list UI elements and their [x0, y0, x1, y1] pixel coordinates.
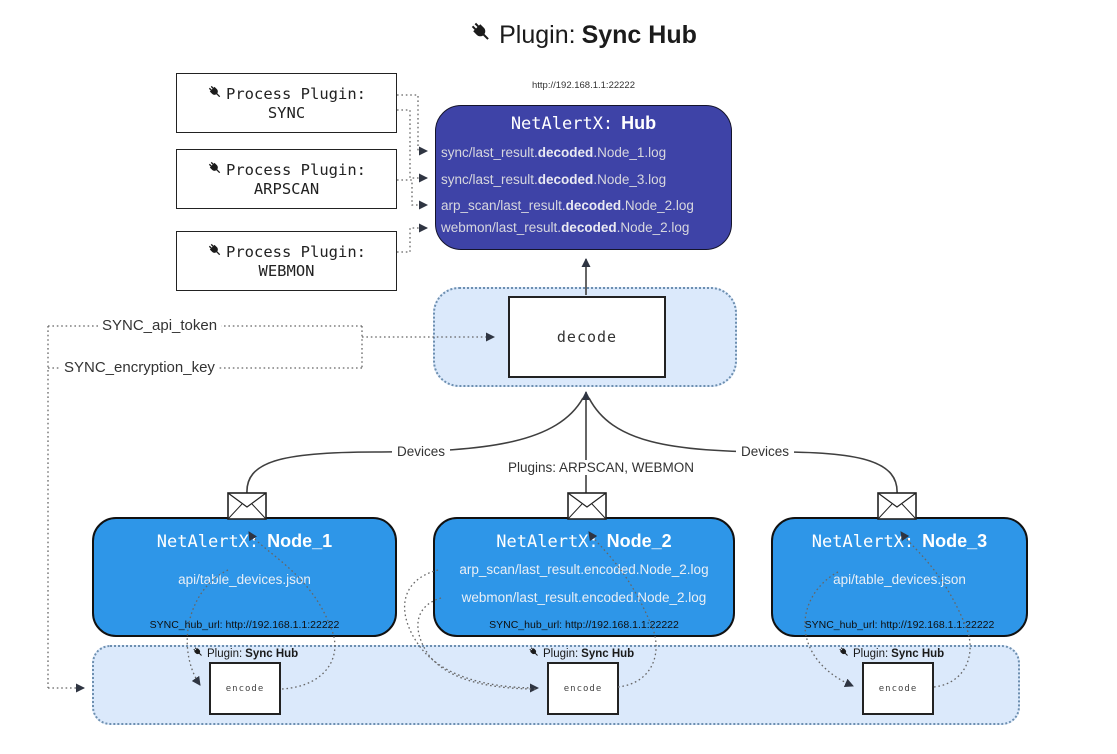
plug-icon [192, 646, 204, 661]
process-plugin-box-webmon: Process Plugin: WEBMON [176, 231, 397, 291]
encoder-plugin-label: Plugin: Sync Hub [528, 646, 634, 661]
process-plugin-box-sync: Process Plugin: SYNC [176, 73, 397, 133]
page-title-name: Sync Hub [581, 21, 697, 49]
envelope-icon [227, 492, 267, 520]
hub-url-label: http://192.168.1.1:22222 [531, 80, 635, 91]
node-title: NetAlertX: Node_1 [92, 531, 397, 552]
node-title-name: Node_3 [922, 531, 988, 551]
devices-edge-label-right: Devices [736, 444, 795, 459]
plug-icon [207, 160, 223, 180]
file-bold: decoded [537, 172, 594, 187]
file-pre: arp_scan/last_result. [441, 198, 566, 213]
hub-title: NetAlertX: Hub [435, 113, 732, 134]
node-hub-url-footer: SYNC_hub_url: http://192.168.1.1:22222 [149, 619, 340, 631]
hub-title-prefix: NetAlertX: [510, 114, 614, 134]
file-bold: decoded [537, 145, 594, 160]
process-plugin-label: Process Plugin: [226, 243, 366, 261]
encode-box: encode [862, 662, 934, 715]
node-title-prefix: NetAlertX: [156, 532, 260, 552]
hub-file-line: webmon/last_result.decoded.Node_2.log [441, 220, 689, 235]
process-plugin-box-arpscan: Process Plugin: ARPSCAN [176, 149, 397, 209]
process-plugin-name: ARPSCAN [253, 180, 320, 198]
file-bold: decoded [565, 198, 622, 213]
file-pre: sync/last_result. [441, 145, 538, 160]
node-title-name: Node_1 [267, 531, 333, 551]
node-file-line: api/table_devices.json [833, 572, 966, 587]
encoder-label-name: Sync Hub [891, 647, 945, 660]
envelope-icon [877, 492, 917, 520]
node-file-line: api/table_devices.json [178, 572, 311, 587]
envelope-icon [567, 492, 607, 520]
node-hub-url-footer: SYNC_hub_url: http://192.168.1.1:22222 [489, 619, 679, 631]
hub-title-name: Hub [621, 113, 657, 133]
hub-file-line: arp_scan/last_result.decoded.Node_2.log [441, 198, 694, 213]
sync-encryption-key-label: SYNC_encryption_key [60, 359, 219, 376]
encoder-label-prefix: Plugin: [207, 647, 243, 660]
encoder-label-name: Sync Hub [581, 647, 635, 660]
encode-box: encode [209, 662, 281, 715]
file-bold: decoded [561, 220, 617, 235]
hub-file-line: sync/last_result.decoded.Node_3.log [441, 172, 666, 187]
sync-api-token-label: SYNC_api_token [98, 317, 222, 334]
page-title-prefix: Plugin: [499, 21, 576, 49]
encoder-plugin-label: Plugin: Sync Hub [192, 646, 298, 661]
process-plugin-name: WEBMON [258, 262, 315, 280]
node-file-line: arp_scan/last_result.encoded.Node_2.log [459, 562, 709, 577]
encode-box: encode [547, 662, 619, 715]
process-plugin-name: SYNC [267, 104, 306, 122]
encoder-label-name: Sync Hub [245, 647, 299, 660]
process-plugin-label: Process Plugin: [226, 161, 366, 179]
plug-icon [528, 646, 540, 661]
plug-icon [469, 20, 493, 51]
page-title: Plugin: Sync Hub [383, 20, 783, 51]
hub-box [435, 105, 732, 250]
file-post: .Node_2.log [621, 198, 694, 213]
encoder-plugin-label: Plugin: Sync Hub [838, 646, 944, 661]
node-title-prefix: NetAlertX: [496, 532, 599, 552]
file-pre: webmon/last_result. [441, 220, 562, 235]
plug-icon [838, 646, 850, 661]
node-title-name: Node_2 [606, 531, 672, 551]
node-title-prefix: NetAlertX: [811, 532, 915, 552]
plugins-edge-label: Plugins: ARPSCAN, WEBMON [503, 460, 700, 475]
file-pre: sync/last_result. [441, 172, 538, 187]
node-file-line: webmon/last_result.encoded.Node_2.log [461, 590, 707, 605]
plug-icon [207, 84, 223, 104]
node-title: NetAlertX: Node_3 [771, 531, 1028, 552]
decode-box: decode [508, 296, 666, 378]
plug-icon [207, 242, 223, 262]
node-hub-url-footer: SYNC_hub_url: http://192.168.1.1:22222 [804, 619, 995, 631]
encoder-label-prefix: Plugin: [853, 647, 889, 660]
encoder-label-prefix: Plugin: [543, 647, 579, 660]
file-post: .Node_2.log [616, 220, 690, 235]
node-title: NetAlertX: Node_2 [433, 531, 735, 552]
devices-edge-label-left: Devices [392, 444, 451, 459]
process-plugin-label: Process Plugin: [226, 85, 366, 103]
file-post: .Node_1.log [593, 145, 667, 160]
hub-file-line: sync/last_result.decoded.Node_1.log [441, 145, 666, 160]
file-post: .Node_3.log [593, 172, 667, 187]
node-box-node1 [92, 517, 397, 637]
